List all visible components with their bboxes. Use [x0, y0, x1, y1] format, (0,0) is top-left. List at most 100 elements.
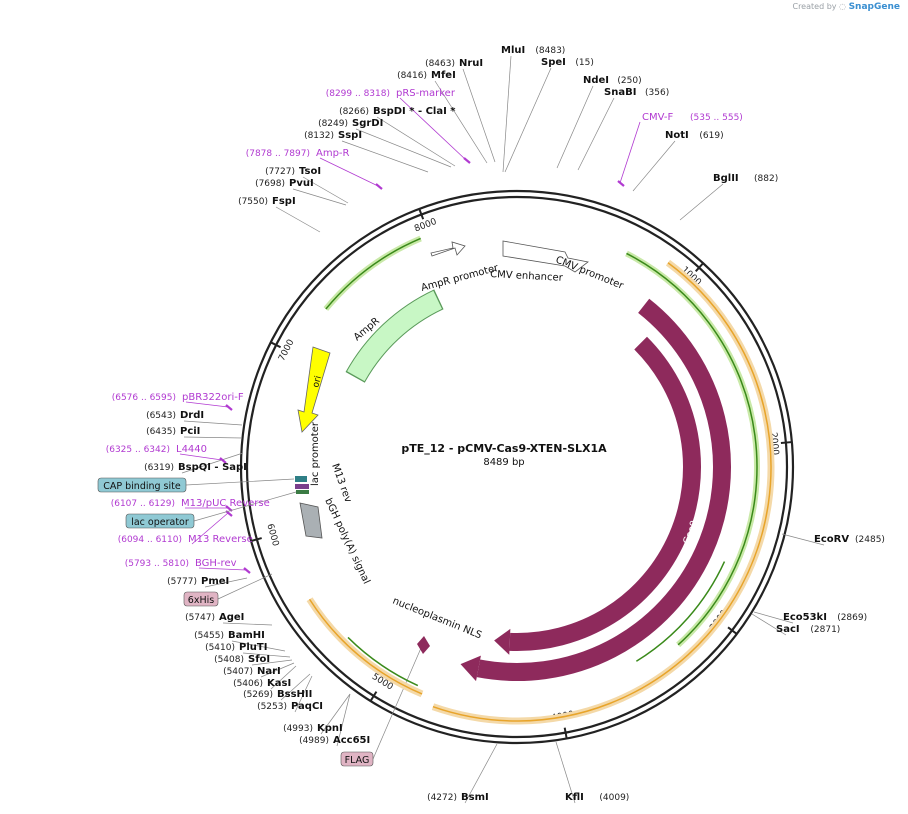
bgh-polya-box: [299, 502, 323, 539]
enzyme-name-bspdi-clai: BspDI * - ClaI *: [373, 106, 456, 117]
plasmid-size: 8489 bp: [483, 457, 524, 468]
enzyme-pos-agei: (5747): [185, 613, 215, 623]
tick-mark: [250, 537, 262, 542]
enzyme-name-pluti: PluTI: [239, 642, 267, 653]
enzyme-name-bglii: BglII: [713, 173, 739, 184]
enzyme-name-pvui: PvuI: [289, 178, 314, 189]
leader-kpni: [320, 693, 351, 735]
cas9-outer-arrowhead: [460, 655, 481, 682]
primer-mark-cmv-f: [617, 180, 625, 187]
orf-arc-2: [308, 598, 423, 695]
tick-mark: [369, 691, 378, 702]
enzyme-pos-snabi: (356): [645, 88, 669, 98]
leader-ndei: [556, 85, 594, 169]
enzyme-name-bamhi: BamHI: [228, 630, 265, 641]
his-tag-label: 6xHis: [188, 595, 214, 606]
enzyme-name-sfoi: SfoI: [248, 654, 270, 665]
enzyme-pos-nrui: (8463): [425, 59, 455, 69]
backbone-outer: [239, 189, 795, 745]
cmv-promoter-arrow: [502, 240, 589, 273]
leader-eco53ki: [753, 611, 794, 624]
primer-pos-cmv-f: (535 .. 555): [690, 113, 743, 123]
leader-bspqi: [181, 452, 244, 474]
enzyme-pos-kpni: (4993): [283, 724, 313, 734]
enzyme-pos-bspqi: (6319): [144, 463, 174, 473]
enzyme-pos-pcii: (6435): [146, 427, 176, 437]
credit-brand: SnapGene: [848, 2, 900, 12]
cas9-inner-label: Cas9: [631, 497, 651, 524]
tick-label: 6000: [264, 523, 280, 548]
flag-leader: [372, 647, 422, 760]
tick-label: 8000: [413, 217, 438, 235]
lac-operator-tag: lac operator: [125, 513, 195, 529]
orf-arc-1: [432, 262, 772, 722]
enzyme-pos-saci: (2871): [810, 625, 840, 635]
primer-leader-prs-marker: [399, 97, 467, 161]
enzyme-name-eco53ki: Eco53kI: [783, 612, 827, 623]
enzyme-name-bsshii: BssHII: [277, 689, 312, 700]
primer-pos-m13-reverse: (6094 .. 6110): [118, 535, 182, 545]
enzyme-pos-sfoi: (5408): [214, 655, 244, 665]
enzyme-pos-bsshii: (5269): [243, 690, 273, 700]
flag-tag-box: [340, 751, 374, 767]
leader-bsshii: [280, 673, 311, 701]
feature-arcs: [306, 235, 775, 725]
primer-leader-l4440: [179, 453, 223, 461]
orf-green-highlight-4: [323, 235, 422, 311]
enzyme-pos-pluti: (5410): [205, 643, 235, 653]
lac-operator-leader: [193, 491, 297, 522]
tick-label: 7000: [277, 338, 296, 363]
enzyme-name-drdi: DrdI: [180, 410, 204, 421]
leader-bspdi-clai: [376, 116, 456, 167]
flag-tag-label: FLAG: [345, 755, 370, 766]
ampr-arc: [347, 290, 443, 382]
primer-mark-bgh-rev: [243, 567, 251, 574]
credit-prefix: Created by: [792, 2, 837, 11]
enzyme-name-pcii: PciI: [180, 426, 200, 437]
cap-binding-box: [97, 477, 187, 493]
leader-mlui: [502, 55, 512, 173]
plasmid-name: pTE_12 - pCMV-Cas9-XTEN-SLX1A: [401, 442, 607, 455]
enzyme-name-kpni: KpnI: [317, 723, 343, 734]
enzyme-name-agei: AgeI: [219, 612, 244, 623]
leader-nrui: [462, 68, 496, 163]
orf-green-arc-1: [626, 252, 758, 646]
cas9-outer-arc: [476, 298, 731, 681]
ori-arrow: [297, 346, 331, 433]
tick-mark: [418, 208, 425, 220]
leader-sgrdi: [355, 128, 452, 168]
enzyme-name-acc65i: Acc65I: [333, 735, 370, 746]
enzyme-pos-noti: (619): [699, 131, 723, 141]
his-tag: 6xHis: [183, 591, 219, 607]
enzyme-name-pmei: PmeI: [201, 576, 229, 587]
backbone: [239, 189, 795, 745]
primer-pos-amp-r: (7878 .. 7897): [246, 149, 310, 159]
leader-mfei: [434, 80, 488, 164]
enzyme-name-ecorv: EcoRV: [814, 534, 849, 545]
leader-ecorv: [781, 533, 825, 546]
enzyme-pos-kasi: (5406): [233, 679, 263, 689]
leader-pcii: [183, 436, 243, 439]
leader-kfli: [555, 741, 576, 804]
leader-saci: [751, 613, 787, 636]
primer-leader-cmv-f: [619, 121, 641, 184]
leader-pmei: [204, 577, 248, 588]
leader-drdi: [183, 420, 243, 426]
leader-nari: [260, 662, 295, 678]
enzyme-pos-mfei: (8416): [397, 71, 427, 81]
enzyme-pos-bspdi-clai: (8266): [339, 107, 369, 117]
enzyme-name-ndei: NdeI: [583, 75, 609, 86]
leader-acc65i: [336, 693, 351, 747]
leader-bglii: [679, 183, 724, 221]
enzyme-name-mlui: MluI: [501, 45, 525, 56]
enzyme-name-spei: SpeI: [541, 57, 566, 68]
enzyme-name-tsoi: TsoI: [299, 166, 321, 177]
cap-binding-label: CAP binding site: [103, 481, 181, 492]
enzyme-pos-ndei: (250): [617, 76, 641, 86]
primer-name-pbr322ori-f: pBR322ori-F: [182, 392, 244, 403]
orf-green-arc-2: [635, 561, 726, 662]
lac-operator-mark: [296, 490, 309, 494]
his-leader: [217, 573, 273, 600]
enzyme-pos-paqci: (5253): [257, 702, 287, 712]
leader-fspi: [275, 206, 321, 233]
